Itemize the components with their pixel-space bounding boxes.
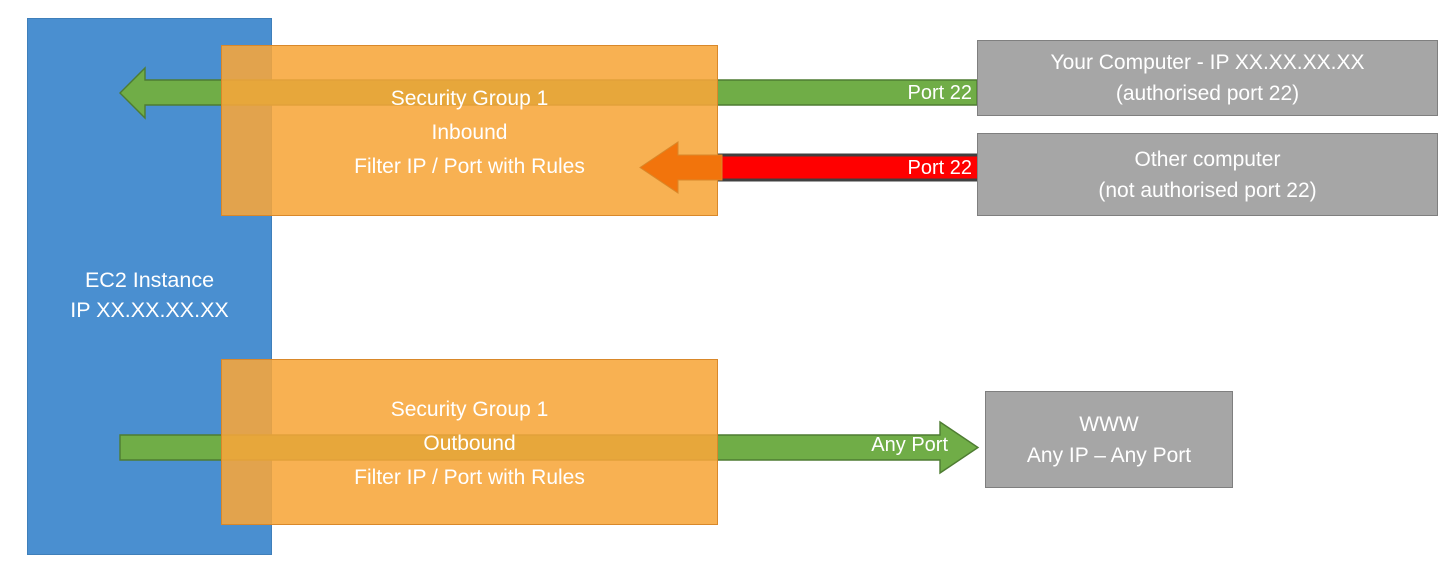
host-other-computer-line1: Other computer	[1134, 147, 1281, 171]
security-group-outbound-box: Security Group 1 Outbound Filter IP / Po…	[221, 359, 718, 525]
sg-inbound-line2: Inbound	[431, 121, 508, 144]
sg-inbound-line1: Security Group 1	[390, 87, 549, 110]
flow-label-allowed-inbound: Port 22	[907, 82, 972, 104]
host-www-line1: WWW	[1079, 412, 1139, 436]
security-group-outbound-label: Security Group 1 Outbound Filter IP / Po…	[222, 393, 717, 495]
sg-outbound-line1: Security Group 1	[390, 398, 549, 421]
host-www-box: WWW Any IP – Any Port	[985, 391, 1233, 488]
sg-inbound-line3: Filter IP / Port with Rules	[354, 155, 585, 178]
security-group-inbound-box: Security Group 1 Inbound Filter IP / Por…	[221, 45, 718, 216]
host-your-computer-box: Your Computer - IP XX.XX.XX.XX (authoris…	[977, 40, 1438, 116]
host-other-computer-line2: (not authorised port 22)	[1098, 178, 1317, 202]
host-www-line2: Any IP – Any Port	[1026, 443, 1192, 467]
flow-label-allowed-outbound: Any Port	[871, 434, 948, 456]
host-your-computer-line2: (authorised port 22)	[1115, 82, 1300, 105]
sg-outbound-line2: Outbound	[423, 432, 516, 455]
sg-outbound-line3: Filter IP / Port with Rules	[354, 466, 585, 489]
flow-label-blocked-inbound: Port 22	[907, 157, 972, 179]
host-your-computer-line1: Your Computer - IP XX.XX.XX.XX	[1050, 51, 1365, 74]
security-group-inbound-label: Security Group 1 Inbound Filter IP / Por…	[222, 82, 717, 184]
host-other-computer-box: Other computer (not authorised port 22)	[977, 133, 1438, 216]
ec2-instance-label: EC2 Instance IP XX.XX.XX.XX	[28, 265, 271, 325]
ec2-instance-ip: IP XX.XX.XX.XX	[70, 298, 229, 322]
ec2-instance-name: EC2 Instance	[84, 268, 215, 292]
